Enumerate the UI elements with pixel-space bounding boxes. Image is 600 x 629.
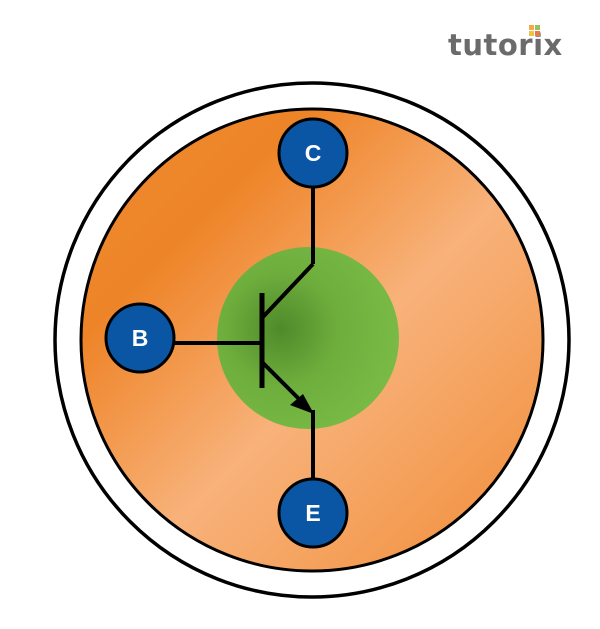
collector-terminal-circle — [277, 117, 349, 189]
logo-dot — [535, 31, 540, 36]
logo-dot — [535, 25, 540, 30]
emitter-terminal-circle — [277, 477, 349, 549]
collector-label: C — [305, 140, 322, 166]
emitter-label: E — [305, 500, 320, 526]
collector-diagonal — [260, 262, 315, 320]
emitter-arrow-icon — [290, 394, 314, 414]
collector-terminal: C — [277, 117, 349, 189]
transistor-core — [217, 247, 399, 429]
logo-dots-icon — [529, 25, 541, 37]
tutorix-logo: tutorix — [448, 22, 578, 68]
emitter-terminal: E — [277, 477, 349, 549]
base-label: B — [132, 325, 149, 351]
base-terminal-circle — [104, 302, 176, 374]
logo-dot — [529, 25, 534, 30]
base-terminal: B — [104, 302, 176, 374]
logo-dot — [529, 31, 534, 36]
logo-text: tutorix — [448, 28, 563, 62]
